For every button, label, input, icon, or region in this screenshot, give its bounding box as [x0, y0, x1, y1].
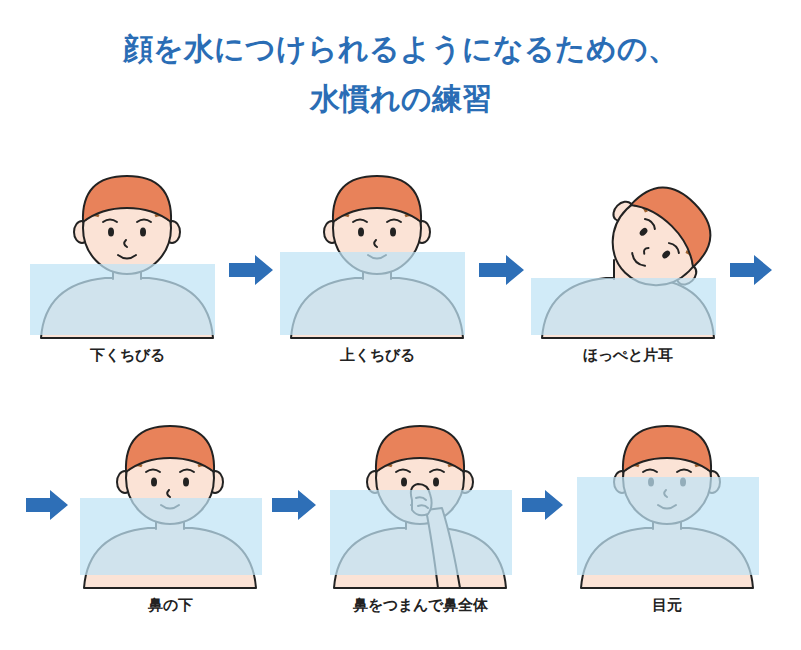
- step-caption: ほっぺと片耳: [528, 346, 728, 365]
- head: [74, 176, 180, 274]
- arrow-shape: [229, 255, 273, 285]
- eyebrows: [146, 470, 194, 473]
- swim-cap: [333, 176, 421, 222]
- step-panel: 鼻をつまんで鼻全体: [320, 410, 520, 625]
- eye: [638, 227, 649, 238]
- step-caption: 鼻の下: [70, 596, 270, 615]
- eye: [108, 228, 114, 237]
- step-arrow: [229, 255, 273, 285]
- child-illustration: [70, 410, 270, 588]
- nose: [167, 490, 170, 497]
- nose: [124, 240, 127, 247]
- step-caption: 下くちびる: [27, 346, 227, 365]
- step-panel: 上くちびる: [277, 160, 477, 375]
- step-panel: 鼻の下: [70, 410, 270, 625]
- eye: [433, 478, 439, 487]
- eye: [390, 228, 396, 237]
- nose: [374, 240, 377, 247]
- hair: [378, 465, 462, 470]
- eye: [140, 228, 146, 237]
- step-panel: 下くちびる: [27, 160, 227, 375]
- mouth: [630, 253, 645, 268]
- swim-cap: [376, 426, 464, 472]
- arrow-shape: [479, 255, 524, 285]
- step-arrow: [272, 490, 316, 520]
- step-caption: 上くちびる: [277, 346, 477, 365]
- arrow-shape: [522, 490, 563, 520]
- eye: [358, 228, 364, 237]
- child-illustration: [277, 160, 477, 338]
- hair: [85, 215, 169, 220]
- swim-cap: [623, 426, 711, 472]
- eye: [661, 249, 672, 260]
- step-caption: 目元: [567, 596, 767, 615]
- arrow-shape: [26, 490, 68, 520]
- step-panel: ほっぺと片耳: [528, 160, 728, 375]
- step-caption: 鼻をつまんで鼻全体: [320, 596, 520, 615]
- water: [330, 490, 512, 575]
- step-arrow: [522, 490, 563, 520]
- arrow-shape: [272, 490, 316, 520]
- eyebrows: [645, 217, 681, 253]
- step-arrow: [479, 255, 524, 285]
- swim-cap: [83, 176, 171, 222]
- step-panel: 目元: [567, 410, 767, 625]
- eye: [401, 478, 407, 487]
- water: [30, 264, 215, 335]
- hair: [335, 215, 419, 220]
- hair: [128, 465, 212, 470]
- eyebrows: [643, 470, 691, 473]
- hair: [625, 465, 709, 470]
- water: [80, 498, 262, 575]
- eye: [183, 478, 189, 487]
- swim-cap: [631, 172, 726, 267]
- water: [577, 477, 759, 575]
- eyebrows: [103, 220, 151, 223]
- child-illustration: [567, 410, 767, 588]
- mouth: [118, 255, 136, 259]
- child-illustration: [320, 410, 520, 588]
- child-illustration: [27, 160, 227, 338]
- child-illustration: [528, 160, 728, 338]
- nose: [642, 247, 649, 254]
- eyebrows: [396, 470, 444, 473]
- swim-cap: [126, 426, 214, 472]
- title: 顔を水につけられるようになるための、 水慣れの練習: [91, 24, 711, 124]
- arrow-shape: [730, 255, 772, 285]
- eyebrows: [353, 220, 401, 223]
- eye: [151, 478, 157, 487]
- water: [531, 278, 716, 335]
- title-wrap: 顔を水につけられるようになるための、 水慣れの練習: [0, 24, 801, 124]
- water: [280, 252, 465, 335]
